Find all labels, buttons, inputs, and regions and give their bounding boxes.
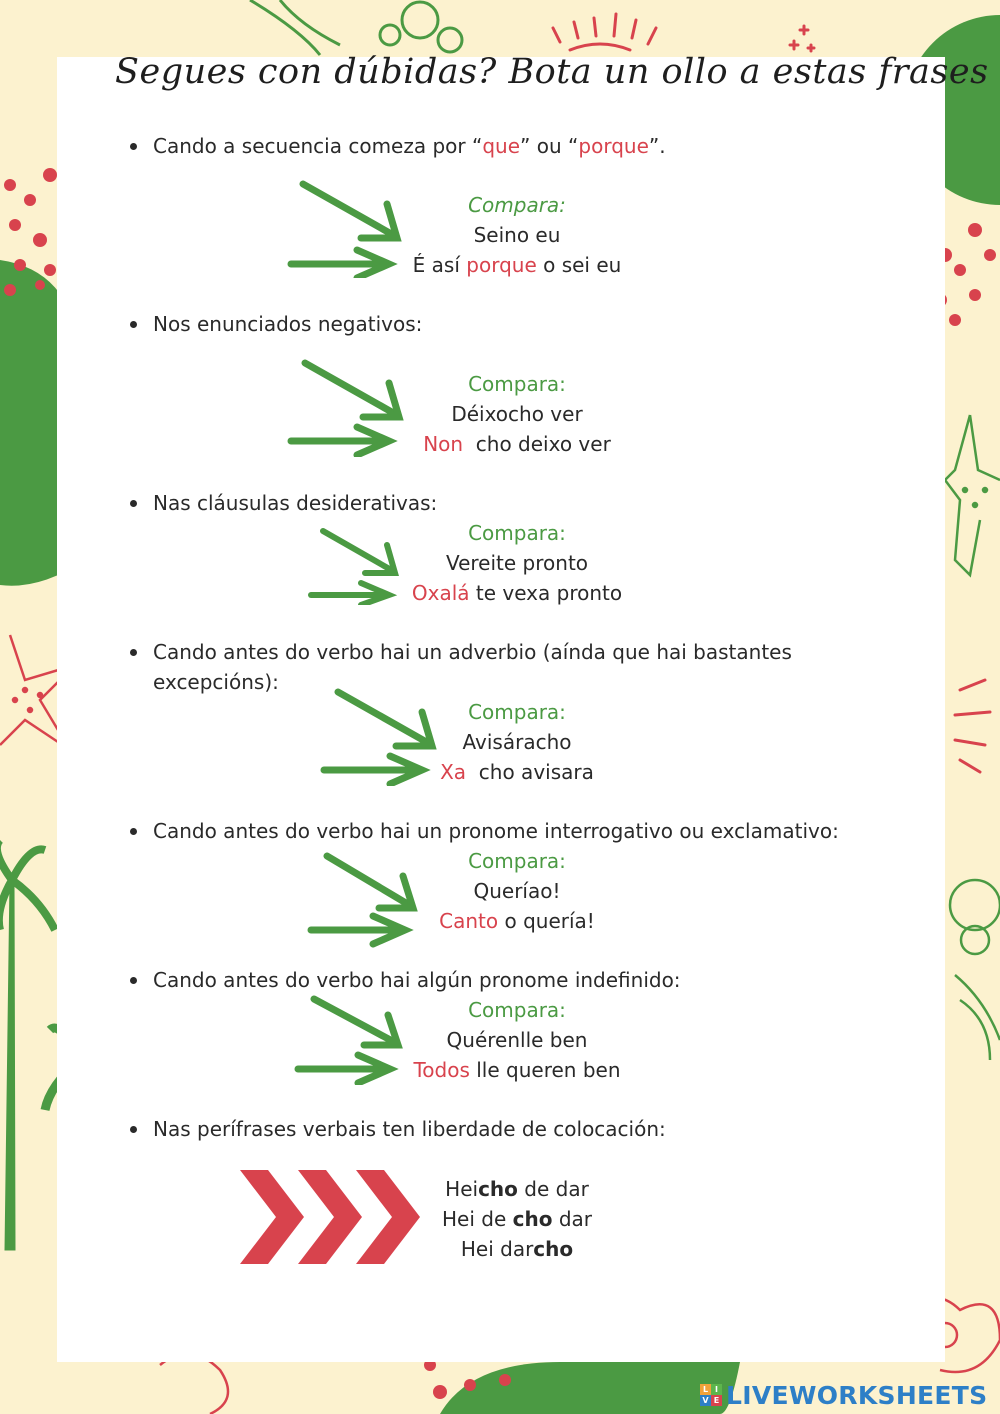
logo-text: LIVEWORKSHEETS [726,1380,988,1410]
bullet-text: Cando a secuencia comeza por “que” ou “p… [153,134,666,158]
example-line-1: Seino eu [473,223,561,247]
chevrons-icon [240,1170,420,1264]
sun-rays-top [551,12,816,53]
example-line-2: Todos lle queren ben [413,1058,621,1082]
bullet-text: Cando antes do verbo hai un pronome inte… [153,819,839,843]
example-block: Compara: Déixocho ver Non cho deixo ver [337,369,697,459]
bullet-text: Cando antes do verbo hai un adverbio (aí… [153,640,792,694]
example-line-2: É así porque o sei eu [412,253,622,277]
content-card [57,57,945,1362]
bullet-item: Cando antes do verbo hai un adverbio (aí… [130,637,920,697]
example-block: Compara: Quérenlle ben Todos lle queren … [337,995,697,1085]
example-block: Compara: Avisáracho Xa cho avisara [337,697,697,787]
bullet-dot [130,977,137,984]
bullet-dot [130,1126,137,1133]
green-leaves-top [249,0,464,56]
bullet-item: Nas perífrases verbais ten liberdade de … [130,1114,920,1144]
arrow-icon [287,359,404,457]
bullet-dot [130,321,137,328]
example-line-2: Canto o quería! [439,909,595,933]
example-line-3: Hei darcho [460,1237,574,1261]
compare-label: Compara: [468,193,566,217]
bullet-dot [130,143,137,150]
starfish-right [943,414,1000,578]
bullet-text: Nos enunciados negativos: [153,312,423,336]
example-line-1: Vereite pronto [445,551,589,575]
example-line-2: Hei de cho dar [442,1207,592,1231]
arrow-icon [320,688,437,786]
compare-label: Compara: [468,998,566,1022]
example-line-1: Queríao! [473,879,561,903]
compare-label: Compara: [468,521,566,545]
example-block: Compara: Seino eu É así porque o sei eu [337,190,697,280]
compare-label: Compara: [468,372,566,396]
example-line-2: Non cho deixo ver [423,432,611,456]
example-block: Compara: Vereite pronto Oxalá te vexa pr… [337,518,697,608]
example-line-2: Oxalá te vexa pronto [411,581,623,605]
bullet-text: Cando antes do verbo hai algún pronome i… [153,968,681,992]
bullet-text: Nas cláusulas desiderativas: [153,491,438,515]
arrow-icon [287,180,402,278]
arrow-icon [307,852,418,948]
page-title: Segues con dúbidas? Bota un ollo a estas… [115,52,989,92]
example-line-1: Avisáracho [462,730,572,754]
example-block: Heicho de dar Hei de cho dar Hei darcho [337,1174,697,1264]
bullet-dot [130,828,137,835]
example-block: Compara: Queríao! Canto o quería! [337,846,697,936]
bullet-item: Cando antes do verbo hai un pronome inte… [130,816,920,846]
bullet-item: Nas cláusulas desiderativas: [130,488,920,518]
green-blob-bottom [440,1362,740,1414]
arrow-icon [308,528,399,605]
bullet-item: Cando antes do verbo hai algún pronome i… [130,965,920,995]
liveworksheets-logo: L I V E LIVEWORKSHEETS [700,1380,987,1410]
example-line-1: Déixocho ver [451,402,583,426]
example-line-1: Quérenlle ben [446,1028,588,1052]
bullet-dot [130,649,137,656]
flowers-right [948,878,1000,1061]
bullet-item: Cando a secuencia comeza por “que” ou “p… [130,131,920,161]
bullet-item: Nos enunciados negativos: [130,309,920,339]
compare-label: Compara: [468,849,566,873]
example-line-2: Xa cho avisara [440,760,594,784]
example-line-1: Heicho de dar [445,1177,589,1201]
bullet-text: Nas perífrases verbais ten liberdade de … [153,1117,666,1141]
compare-label: Compara: [468,700,566,724]
arrow-icon [294,995,403,1085]
logo-badge-icon: L I V E [700,1384,722,1406]
bullet-dot [130,500,137,507]
